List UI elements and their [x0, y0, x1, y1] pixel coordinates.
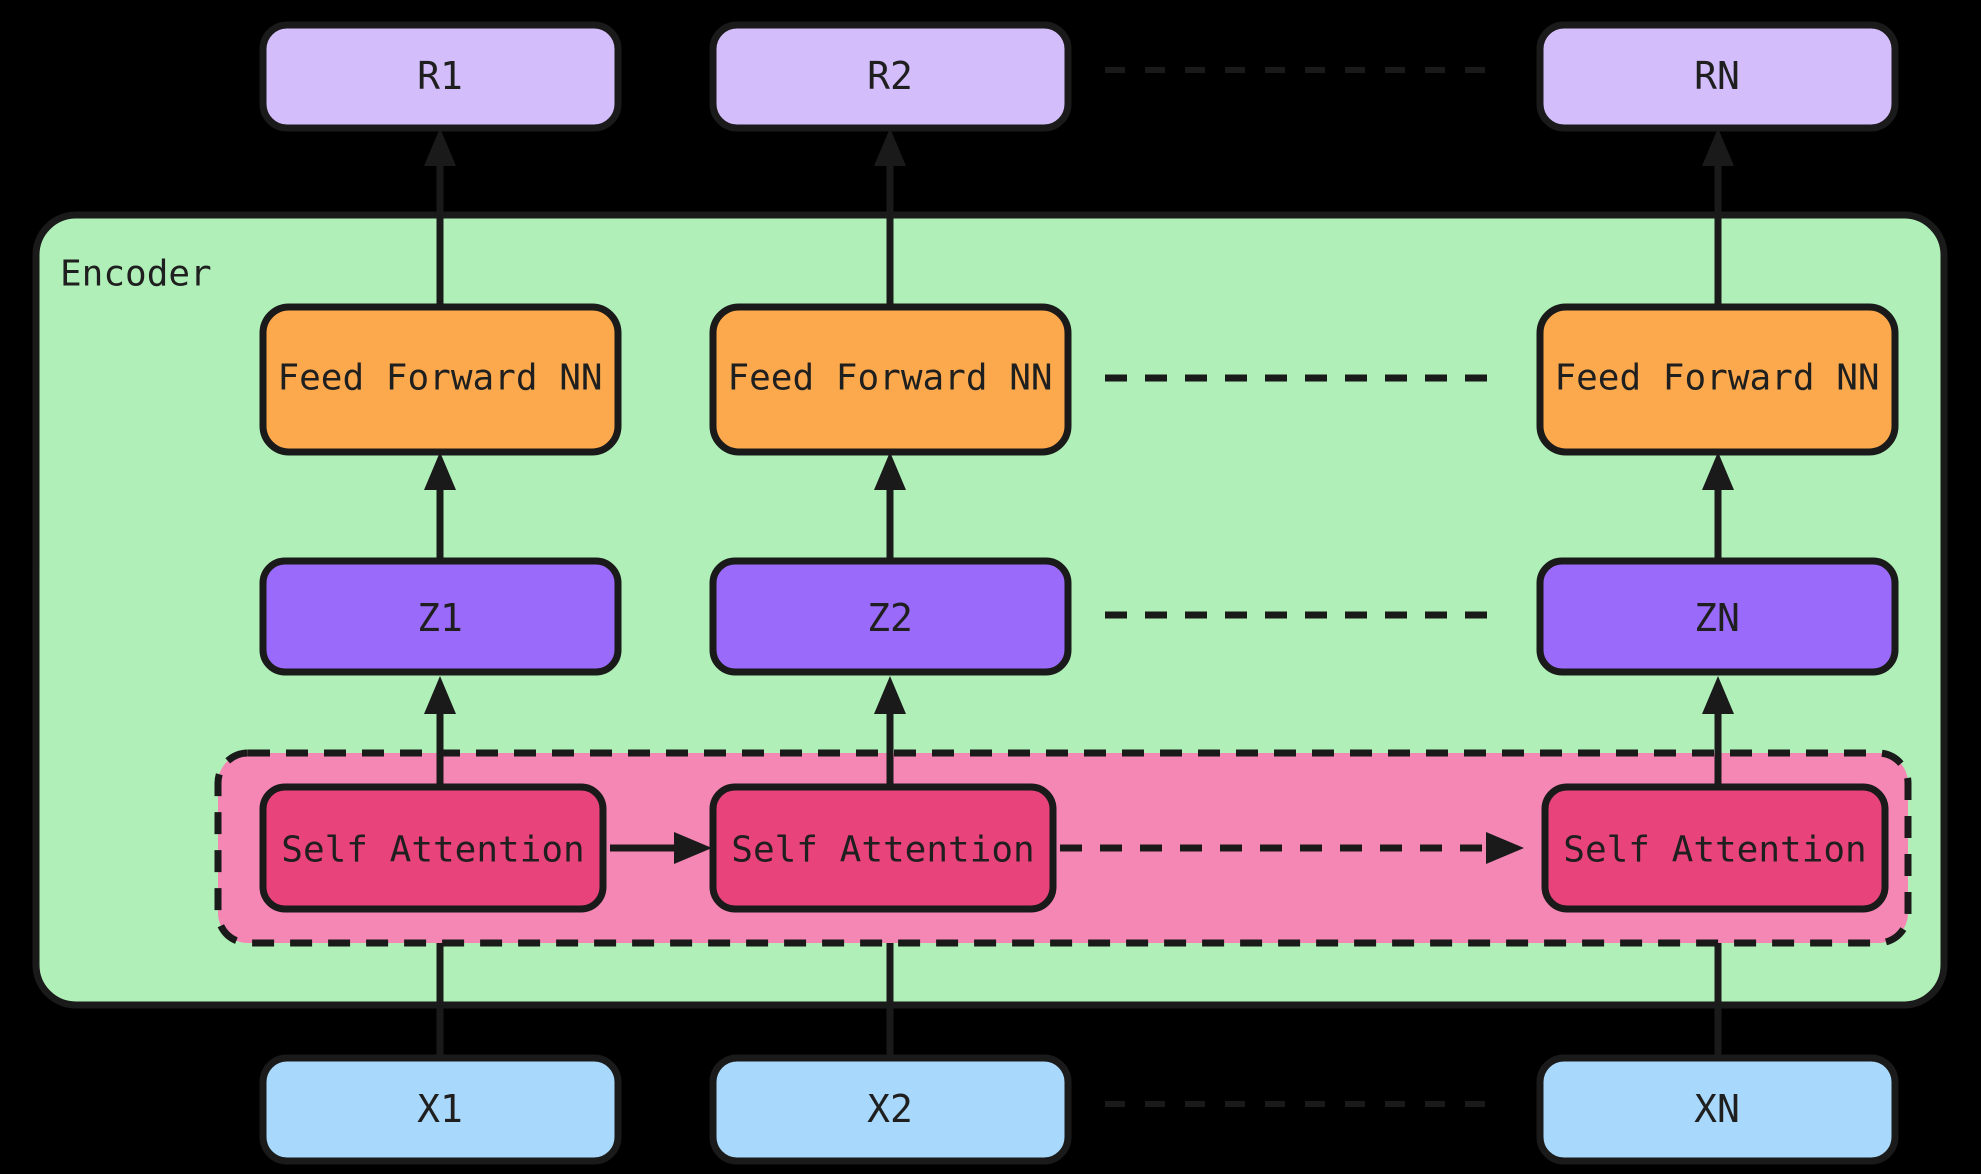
x2-box	[709, 1054, 1072, 1165]
arrowhead-ff2-r2	[874, 128, 906, 166]
rn-label: RN	[1694, 54, 1740, 98]
self-attention-1-box	[259, 783, 607, 913]
node-x1[interactable]: X1	[259, 1054, 622, 1165]
node-self-attention-1[interactable]: Self Attention	[259, 783, 607, 913]
self-attention-1-label: Self Attention	[281, 830, 584, 871]
encoder-cluster-label: Encoder	[60, 254, 212, 295]
arrowhead-sa2-z2	[874, 676, 906, 714]
node-zn[interactable]: ZN	[1536, 557, 1899, 676]
zn-label: ZN	[1694, 596, 1740, 640]
self-attention-2-label: Self Attention	[731, 830, 1034, 871]
node-self-attention-n[interactable]: Self Attention	[1541, 783, 1889, 913]
rn-box	[1536, 21, 1899, 132]
x2-label: X2	[867, 1087, 913, 1131]
self-attention-2-box	[709, 783, 1057, 913]
feed-forward-n-label: Feed Forward NN	[1554, 358, 1879, 399]
node-z1[interactable]: Z1	[259, 557, 622, 676]
arrowhead-sa1-z1	[424, 676, 456, 714]
feed-forward-2-label: Feed Forward NN	[727, 358, 1052, 399]
node-xn[interactable]: XN	[1536, 1054, 1899, 1165]
r1-label: R1	[417, 54, 463, 98]
r1-box	[259, 21, 622, 132]
node-r2[interactable]: R2	[709, 21, 1072, 132]
arrowhead-sa2-san	[1486, 832, 1524, 864]
node-feed-forward-n[interactable]: Feed Forward NN	[1536, 303, 1899, 456]
z1-label: Z1	[417, 596, 463, 640]
arrowhead-san-zn	[1702, 676, 1734, 714]
arrowhead-ffn-rn	[1702, 128, 1734, 166]
arrowhead-sa1-sa2	[674, 832, 712, 864]
node-r1[interactable]: R1	[259, 21, 622, 132]
arrowhead-z1-ff1	[424, 452, 456, 490]
xn-label: XN	[1694, 1087, 1740, 1131]
arrowhead-ff1-r1	[424, 128, 456, 166]
node-feed-forward-1[interactable]: Feed Forward NN	[259, 303, 622, 456]
feed-forward-1-label: Feed Forward NN	[277, 358, 602, 399]
x1-box	[259, 1054, 622, 1165]
x1-label: X1	[417, 1087, 463, 1131]
r2-box	[709, 21, 1072, 132]
z2-label: Z2	[867, 596, 913, 640]
node-self-attention-2[interactable]: Self Attention	[709, 783, 1057, 913]
arrowhead-z2-ff2	[874, 452, 906, 490]
node-z2[interactable]: Z2	[709, 557, 1072, 676]
xn-box	[1536, 1054, 1899, 1165]
node-x2[interactable]: X2	[709, 1054, 1072, 1165]
node-rn[interactable]: RN	[1536, 21, 1899, 132]
node-feed-forward-2[interactable]: Feed Forward NN	[709, 303, 1072, 456]
r2-label: R2	[867, 54, 913, 98]
self-attention-n-label: Self Attention	[1563, 830, 1866, 871]
arrowhead-zn-ffn	[1702, 452, 1734, 490]
